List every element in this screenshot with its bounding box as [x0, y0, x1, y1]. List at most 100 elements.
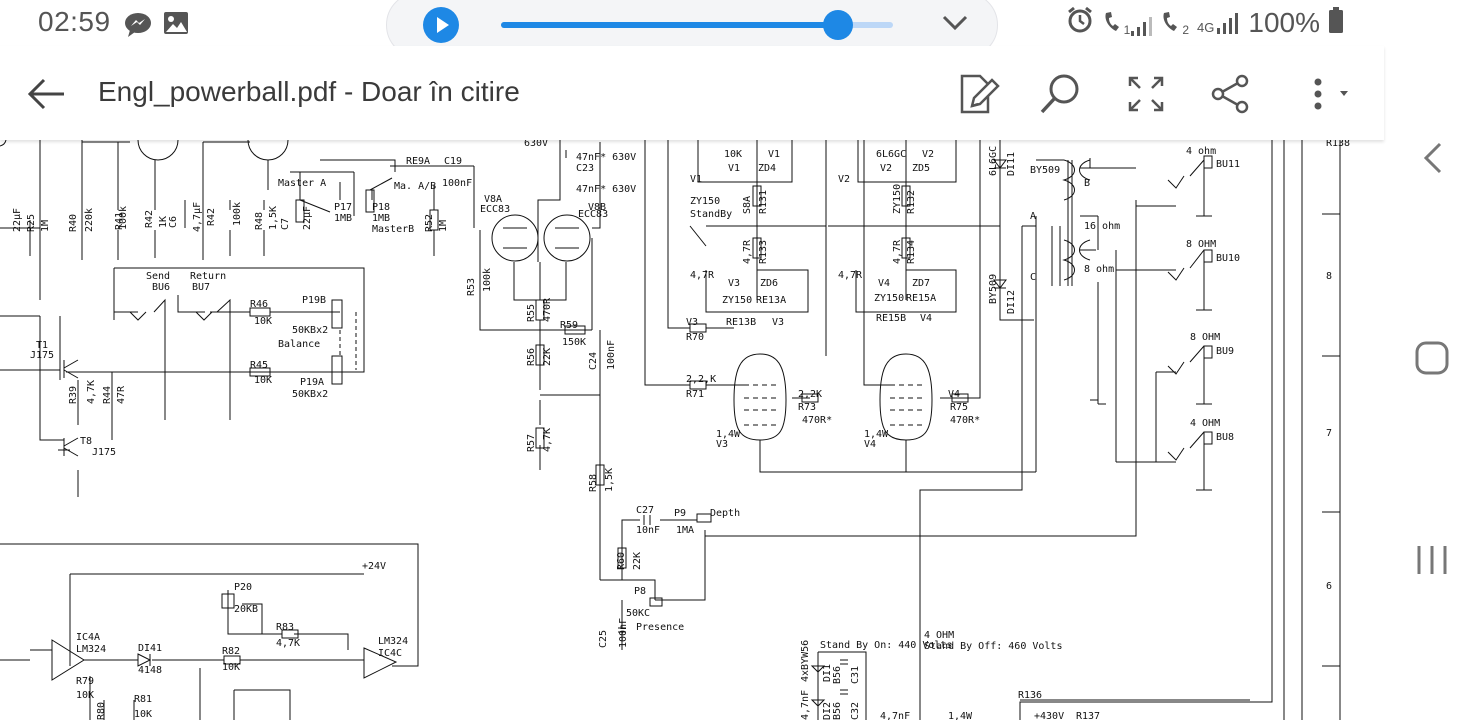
share-icon[interactable]	[1208, 72, 1252, 116]
schematic-label: V3	[686, 317, 698, 328]
schematic-label: Stand By Off: 460 Volts	[924, 641, 1062, 652]
schematic-label: T1	[36, 340, 48, 351]
schematic-label: V8B	[588, 202, 606, 213]
schematic-label: Ma. A/B	[394, 181, 436, 192]
schematic-label: R44	[102, 386, 113, 404]
schematic-label: R53	[466, 278, 477, 296]
schematic-label: Presence	[636, 622, 684, 633]
schematic-label: R75	[950, 402, 968, 413]
schematic-label: 100k	[482, 268, 493, 292]
status-bar: 02:59 1 2 4G 100%	[0, 0, 1384, 46]
schematic-label: 1MB	[372, 213, 390, 224]
schematic-label: Balance	[278, 339, 320, 350]
schematic-label: ZY150	[690, 196, 720, 207]
schematic-label: BU6	[152, 282, 170, 293]
document-title: Engl_powerball.pdf - Doar în citire	[98, 76, 520, 107]
schematic-label: 1M	[40, 220, 51, 232]
more-vert-icon[interactable]	[1300, 72, 1360, 116]
schematic-label: R134	[906, 240, 917, 264]
schematic-label: +24V	[362, 561, 386, 572]
schematic-label: R71	[686, 389, 704, 400]
schematic-label: P20	[234, 582, 252, 593]
schematic-label: 4 OHM	[924, 630, 954, 641]
alarm-icon	[1066, 6, 1094, 41]
edit-document-icon[interactable]	[956, 72, 1000, 116]
schematic-label: ZY150	[892, 184, 903, 214]
schematic-label: ZD6	[760, 278, 778, 289]
4g-signal-icon: 4G	[1197, 11, 1240, 35]
schematic-label: 100k	[232, 202, 243, 226]
schematic-label: ZY150	[874, 293, 904, 304]
schematic-label: 10K	[254, 375, 272, 386]
schematic-label: R42	[144, 210, 155, 228]
schematic-label: 22µF	[12, 208, 23, 232]
schematic-label: R80	[96, 702, 107, 720]
schematic-label: BU9	[1216, 346, 1234, 357]
schematic-label: V3	[716, 439, 728, 450]
recents-nav-icon[interactable]	[1402, 530, 1462, 590]
schematic-label: 10K	[254, 316, 272, 327]
schematic-label: V3	[772, 317, 784, 328]
schematic-label: DI41	[138, 643, 162, 654]
search-icon[interactable]	[1038, 72, 1082, 116]
schematic-label: R79	[76, 676, 94, 687]
schematic-label: ZY150	[722, 295, 752, 306]
schematic-label: Stand By On: 440 Volts	[820, 640, 952, 651]
schematic-label: RE9A	[406, 156, 430, 167]
schematic-label: 6	[1326, 581, 1332, 592]
schematic-label: V2	[838, 174, 850, 185]
play-icon[interactable]	[423, 7, 459, 43]
schematic-label: C31	[850, 666, 861, 684]
schematic-label: 2,2,K	[686, 374, 716, 385]
schematic-label: 220k	[84, 208, 95, 232]
schematic-label: 1,4W	[716, 429, 741, 440]
schematic-label: 10K	[724, 149, 742, 160]
schematic-label: 4,7nF	[880, 711, 910, 720]
schematic-label: R136	[1018, 690, 1042, 701]
schematic-label: +430V	[1034, 711, 1064, 720]
schematic-label: RE15B	[876, 313, 906, 324]
arrow-back-icon[interactable]	[24, 74, 68, 114]
schematic-label: ECC83	[480, 204, 510, 215]
home-nav-icon[interactable]	[1402, 328, 1462, 388]
schematic-label: DI2	[822, 702, 833, 720]
schematic-label: R39	[68, 386, 79, 404]
back-nav-icon[interactable]	[1402, 128, 1462, 188]
schematic-label: 22K	[632, 552, 643, 570]
app-bar: Engl_powerball.pdf - Doar în citire	[0, 46, 1384, 140]
schematic-label: Send	[146, 271, 170, 282]
schematic-label: 22K	[542, 348, 553, 366]
seek-bar[interactable]	[501, 10, 893, 40]
seek-thumb[interactable]	[823, 10, 854, 40]
schematic-label: 50KC	[626, 608, 650, 619]
schematic-label: C	[1030, 272, 1036, 283]
schematic-label: R25	[26, 214, 37, 232]
schematic-label: P19B	[302, 295, 326, 306]
schematic-label: 10K	[222, 662, 240, 673]
fullscreen-icon[interactable]	[1124, 72, 1168, 116]
schematic-label: R82	[222, 646, 240, 657]
schematic-label: 7	[1326, 428, 1332, 439]
schematic-label: 100nF	[606, 340, 617, 370]
schematic-label: J175	[30, 350, 54, 361]
schematic-label: 8 OHM	[1186, 239, 1216, 250]
schematic-label: P19A	[300, 377, 324, 388]
schematic-label: Master A	[278, 178, 326, 189]
navigation-bar	[1384, 0, 1480, 720]
chevron-down-icon[interactable]	[941, 13, 969, 38]
schematic-label: 1MA	[676, 525, 694, 536]
schematic-label: 4 OHM	[1190, 418, 1220, 429]
schematic-label: 16 ohm	[1084, 221, 1120, 232]
schematic-label: 47R	[116, 385, 127, 404]
schematic-label: 4,7K	[542, 428, 553, 452]
schematic-label: 470R	[542, 297, 553, 322]
schematic-label: BU10	[1216, 253, 1240, 264]
schematic-label: LM324	[76, 644, 106, 655]
schematic-label: R48	[254, 212, 265, 230]
schematic-label: 6L6GC	[988, 146, 999, 176]
schematic-label: V3	[728, 278, 740, 289]
schematic-label: R133	[758, 240, 769, 264]
schematic-label: R131	[758, 190, 769, 214]
schematic-label: 22µF	[302, 206, 313, 230]
